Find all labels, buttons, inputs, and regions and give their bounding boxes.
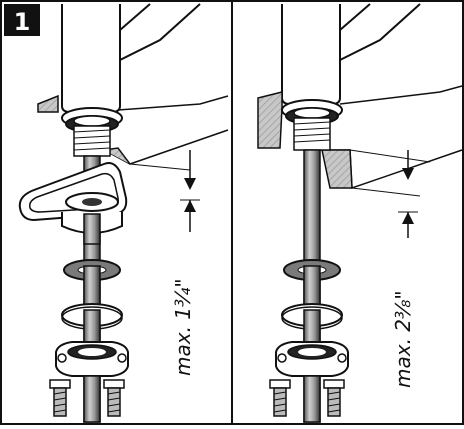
mounting-screw-right-right-panel (323, 379, 345, 417)
dimension-arrows-right (398, 150, 418, 238)
countertop-thick (257, 85, 463, 197)
dimension-label-right: max. 2⅜" (391, 290, 415, 388)
faucet-body (61, 4, 121, 113)
rubber-washer-right (283, 259, 341, 307)
dimension-arrows-left (180, 150, 200, 232)
horseshoe-bracket (18, 162, 128, 222)
faucet-body-right (281, 4, 341, 105)
right-panel: max. 2⅜" (257, 3, 463, 423)
mounting-screw-left-right-panel (269, 379, 291, 417)
faucet-spout-edge (119, 3, 151, 31)
step-badge: 1 (4, 4, 40, 36)
rubber-washer (63, 259, 121, 307)
threaded-shank (73, 125, 111, 157)
left-panel: max. 1¾" (18, 3, 229, 423)
countertop (37, 94, 229, 171)
dimension-label-left: max. 1¾" (171, 278, 195, 376)
mounting-screw-left (49, 379, 71, 417)
step-number: 1 (14, 8, 31, 36)
mounting-nut (55, 341, 129, 423)
threaded-shank-right (293, 117, 331, 151)
mounting-screw-right (103, 379, 125, 417)
mounting-nut-right (275, 341, 349, 423)
